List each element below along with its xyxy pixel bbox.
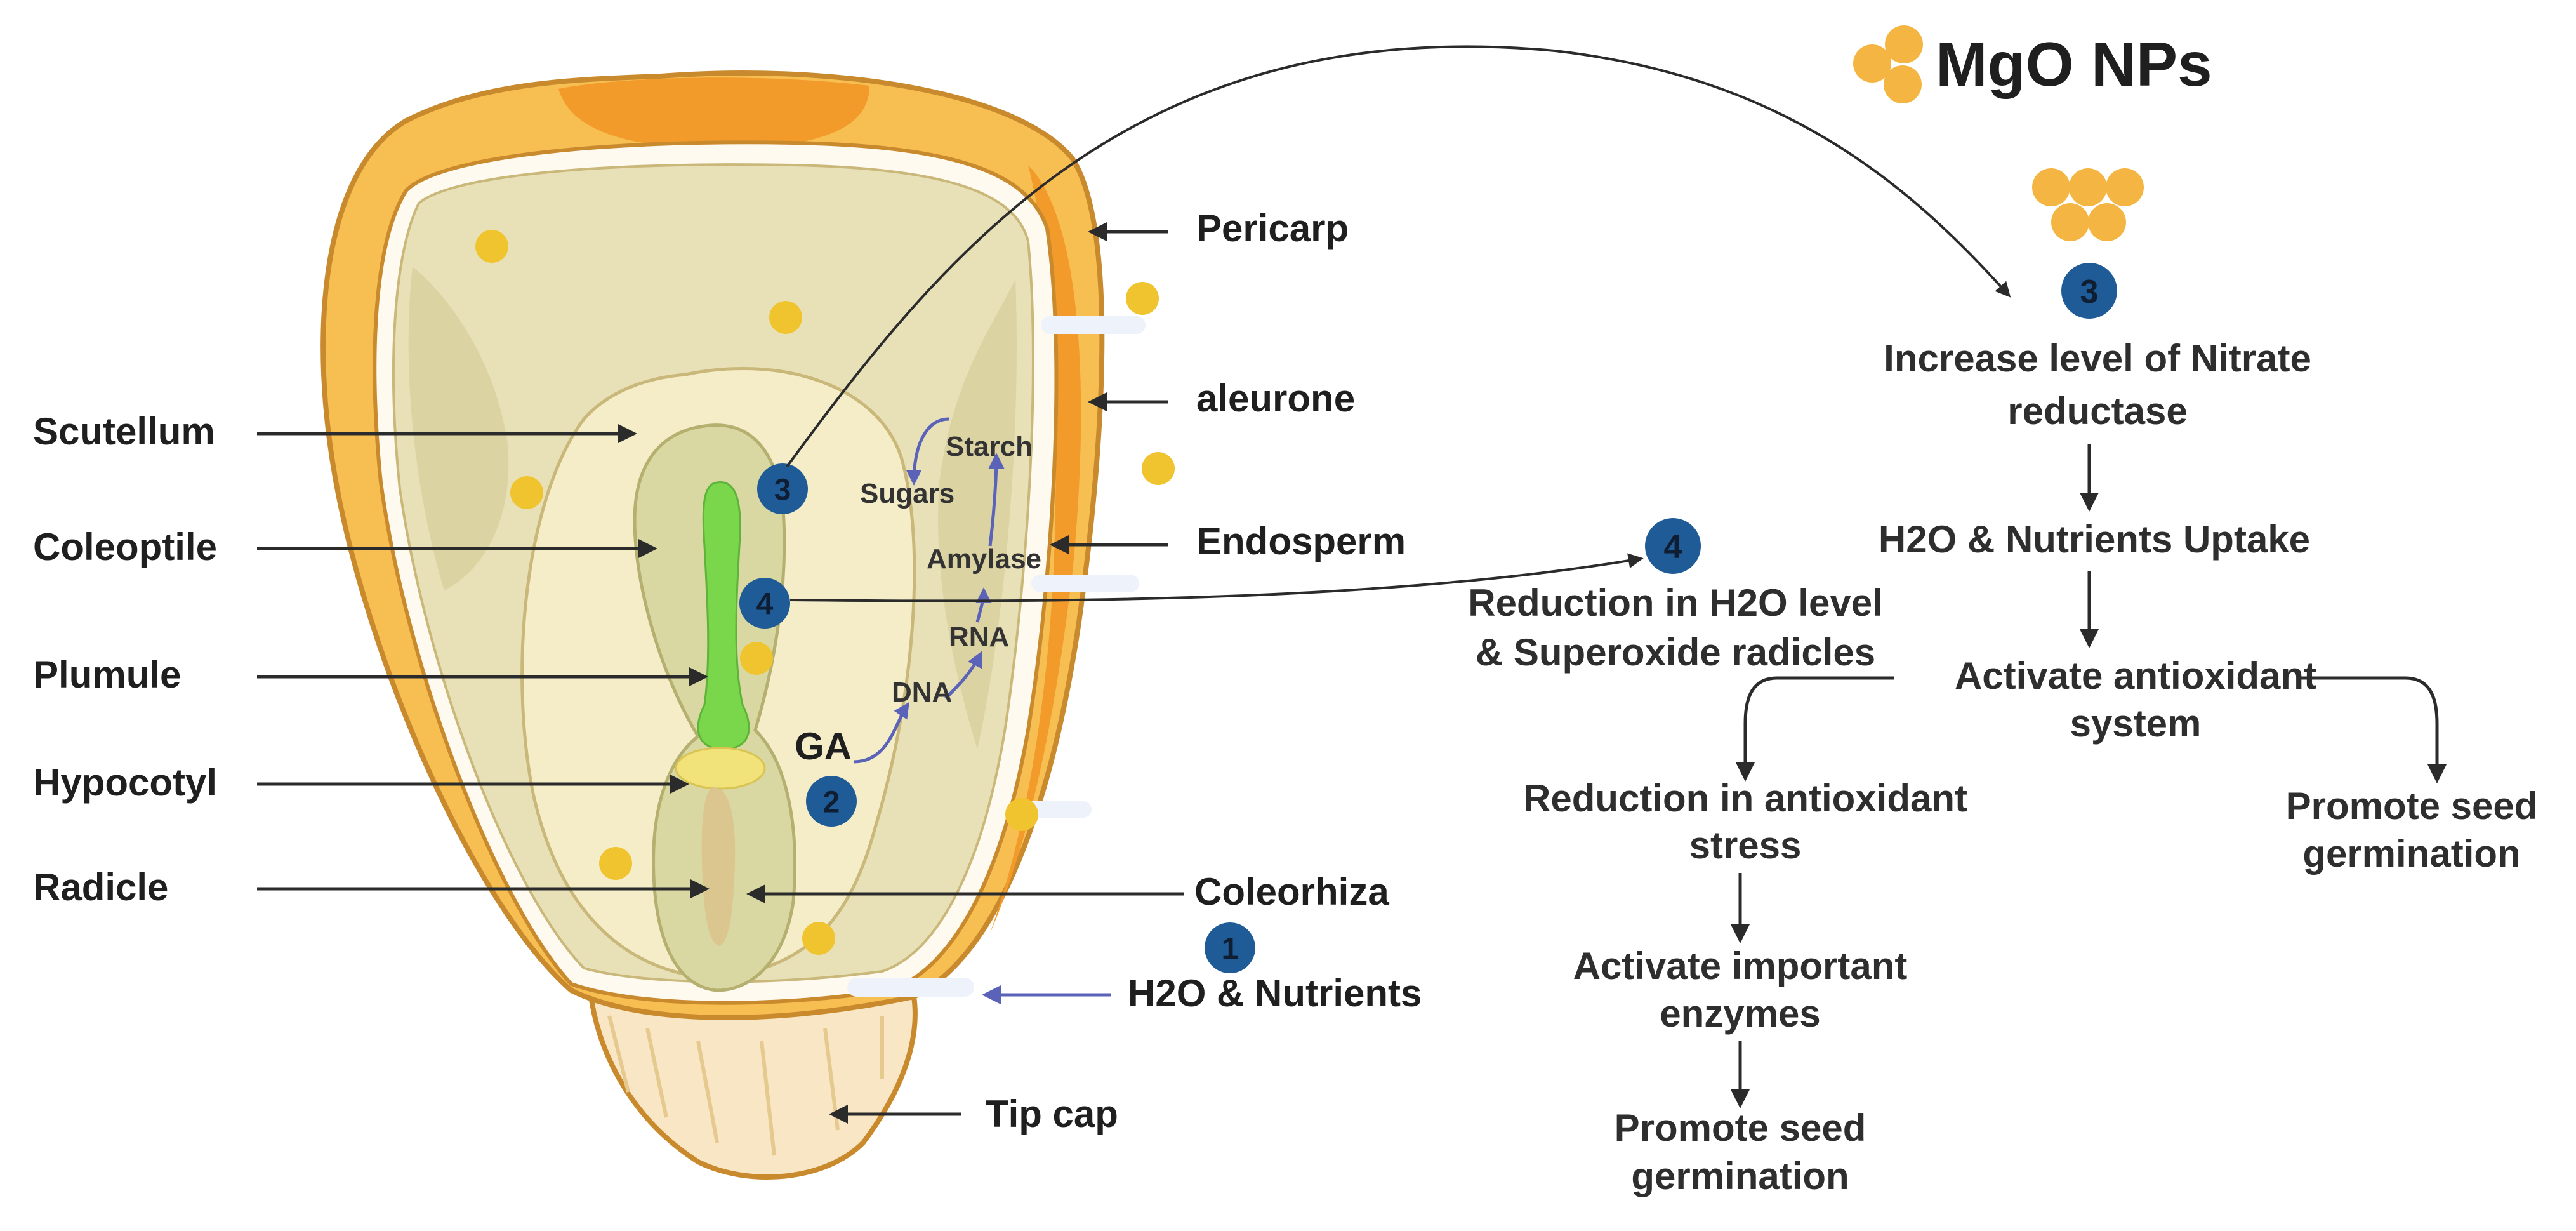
svg-text:2: 2 [823,786,840,820]
antioxidant-line1: Activate antioxidant [1955,655,2316,697]
sugars-label: Sugars [860,478,954,509]
mgo-legend-icon [1853,25,1923,103]
badge-1: 1 [1205,922,1255,973]
amylase-label: Amylase [927,543,1041,575]
badge-3-seed: 3 [757,463,808,514]
dna-label: DNA [892,677,952,708]
pore-middle [1031,575,1139,592]
promote-left-line1: Promote seed [1615,1107,1866,1149]
connector-badge4 [789,553,1644,602]
ga-label: GA [795,725,852,768]
connector-badge3 [786,45,2011,468]
promote-left-line2: germination [1631,1155,1849,1197]
water-nutrients-label: H2O & Nutrients [1128,972,1422,1015]
pore-bottom [847,978,974,997]
svg-text:4: 4 [1664,529,1682,566]
badge-4-flow: 4 [1645,518,1701,574]
enzymes-line1: Activate important [1573,945,1908,987]
starch-label: Starch [946,431,1033,462]
arrow-to-reduction-stress [1736,676,1894,782]
radicle [701,787,736,946]
reduction-stress-line2: stress [1689,824,1802,867]
radicle-label: Radicle [33,866,168,908]
rna-label: RNA [949,622,1009,653]
svg-text:3: 3 [774,474,791,507]
nitrate-line2: reductase [2007,390,2187,432]
mgo-legend-label: MgO NPs [1936,29,2212,99]
seed-illustration [320,70,1146,1180]
badge-2: 2 [806,776,857,827]
tip-cap [587,987,918,1180]
plumule-label: Plumule [33,653,181,696]
svg-text:3: 3 [2080,274,2099,310]
promote-right-line1: Promote seed [2286,785,2538,827]
endosperm-label: Endosperm [1196,520,1406,562]
step4-line2: & Superoxide radicles [1476,631,1875,674]
reduction-stress-line1: Reduction in antioxidant [1523,777,1967,820]
enzymes-line2: enzymes [1660,992,1820,1035]
aleurone-label: aleurone [1196,377,1355,420]
ga-pathway-arrows [853,417,1005,764]
promote-right-line2: germination [2302,832,2520,875]
seed-nanoparticles [475,230,1175,955]
svg-text:1: 1 [1222,933,1239,966]
step4-line1: Reduction in H2O level [1468,582,1882,624]
badge-3-flow: 3 [2061,263,2117,319]
svg-text:4: 4 [756,588,774,622]
tip-cap-label: Tip cap [986,1093,1118,1135]
scutellum-label: Scutellum [33,410,215,453]
antioxidant-line2: system [2070,702,2202,745]
arrow-to-promote-right [2301,676,2447,783]
coleorhiza-label: Coleorhiza [1194,870,1389,913]
pericarp-label: Pericarp [1196,207,1349,250]
coleoptile-label: Coleoptile [33,526,217,568]
hypocotyl-node [675,747,766,790]
badge-4-seed: 4 [739,578,790,629]
mgo-cluster-icon [2032,168,2144,241]
pore-top [1041,316,1146,334]
label-pointers [257,222,1184,1124]
uptake-text: H2O & Nutrients Uptake [1879,518,2310,561]
nitrate-line1: Increase level of Nitrate [1884,337,2311,380]
hypocotyl-label: Hypocotyl [33,761,217,804]
